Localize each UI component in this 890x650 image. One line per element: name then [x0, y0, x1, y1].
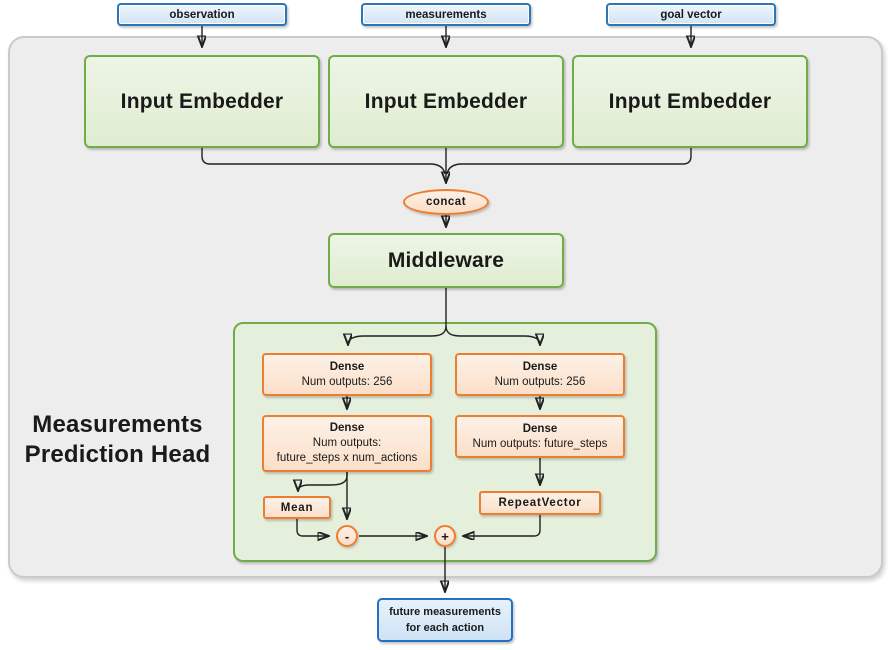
dense-subtitle: Num outputs: 256 — [301, 375, 393, 388]
dense-subtitle2: future_steps x num_actions — [276, 452, 418, 464]
embedder-label: Input Embedder — [120, 89, 284, 113]
input-embedder-3: Input Embedder — [572, 55, 808, 148]
dense-left-bottom: Dense Num outputs: future_steps x num_ac… — [262, 415, 432, 472]
mean-label: Mean — [280, 501, 314, 514]
dense-title: Dense — [522, 422, 558, 435]
input-embedder-2: Input Embedder — [328, 55, 564, 148]
input-embedder-1: Input Embedder — [84, 55, 320, 148]
concat-label: concat — [425, 196, 467, 208]
mean-node: Mean — [263, 496, 331, 519]
prediction-head-title: Measurements Prediction Head — [15, 410, 220, 470]
minus-label: - — [344, 528, 350, 544]
dense-left-top: Dense Num outputs: 256 — [262, 353, 432, 396]
middleware-node: Middleware — [328, 233, 564, 288]
input-node-goal-vector: goal vector — [606, 3, 776, 26]
input-node-label: goal vector — [660, 8, 722, 21]
concat-node: concat — [403, 189, 489, 215]
output-node: future measurements for each action — [377, 598, 513, 642]
prediction-head-title-line2: Prediction Head — [24, 441, 211, 468]
dense-title: Dense — [522, 360, 558, 373]
plus-label: + — [441, 528, 449, 544]
repeat-vector-label: RepeatVector — [498, 497, 582, 509]
plus-operator-node: + — [434, 525, 456, 547]
dense-subtitle: Num outputs: 256 — [494, 375, 586, 388]
input-node-measurements: measurements — [361, 3, 531, 26]
output-label-line1: future measurements — [389, 606, 501, 618]
input-node-observation: observation — [117, 3, 287, 26]
dense-subtitle: Num outputs: — [312, 437, 382, 449]
dense-right-top: Dense Num outputs: 256 — [455, 353, 625, 396]
input-node-label: measurements — [405, 8, 487, 21]
prediction-head-title-line1: Measurements — [32, 411, 203, 438]
dense-right-bottom: Dense Num outputs: future_steps — [455, 415, 625, 458]
minus-operator-node: - — [336, 525, 358, 547]
dense-title: Dense — [329, 360, 365, 373]
dense-title: Dense — [329, 422, 365, 434]
middleware-label: Middleware — [387, 248, 505, 272]
embedder-label: Input Embedder — [364, 89, 528, 113]
embedder-label: Input Embedder — [608, 89, 772, 113]
dense-subtitle: Num outputs: future_steps — [472, 437, 608, 450]
output-label-line2: for each action — [405, 622, 485, 634]
repeat-vector-node: RepeatVector — [479, 491, 601, 515]
input-node-label: observation — [169, 8, 235, 21]
